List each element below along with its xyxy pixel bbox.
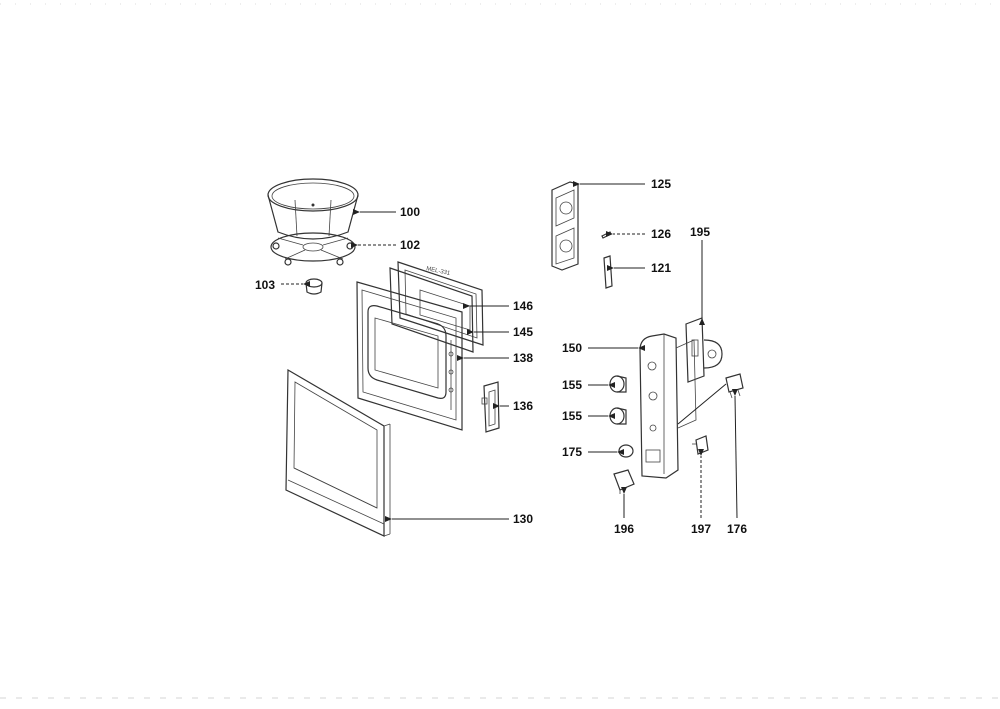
part-125-control-bracket	[551, 181, 579, 271]
part-155-knob-upper	[609, 375, 627, 393]
callout-121: 121	[651, 261, 671, 275]
callout-100: 100	[400, 205, 420, 219]
callout-103: 103	[255, 278, 275, 292]
part-197-switch	[692, 435, 709, 455]
part-175-button	[618, 444, 634, 458]
callout-150: 150	[562, 341, 582, 355]
callout-102: 102	[400, 238, 420, 252]
part-136-door-latch	[481, 381, 500, 433]
part-195-timer-bracket	[685, 317, 723, 383]
part-126-spring	[601, 231, 612, 239]
part-196-door-release	[613, 469, 635, 494]
part-130-door-outer	[285, 368, 391, 537]
leader-lines	[281, 181, 738, 522]
callout-176: 176	[727, 522, 747, 536]
callout-175: 175	[562, 445, 582, 459]
callout-146: 146	[513, 299, 533, 313]
callout-138: 138	[513, 351, 533, 365]
callout-136: 136	[513, 399, 533, 413]
callout-125: 125	[651, 177, 671, 191]
callout-197: 197	[691, 522, 711, 536]
callout-labels: 100 102 103 146 145 138 136 130 125 126 …	[255, 177, 747, 536]
callout-145: 145	[513, 325, 533, 339]
part-121-lever	[603, 255, 613, 289]
part-100-glass-tray	[267, 178, 359, 240]
callout-126: 126	[651, 227, 671, 241]
part-102-roller-ring	[270, 232, 356, 266]
part-155-knob-lower	[609, 407, 627, 425]
part-145-door-frame	[389, 267, 474, 353]
part-stamp: MEL-331	[426, 266, 452, 277]
part-138-door-inner	[356, 281, 463, 431]
callout-155-upper: 155	[562, 378, 582, 392]
part-176-connector	[725, 373, 744, 399]
callout-195: 195	[690, 225, 710, 239]
part-103-coupler	[305, 278, 323, 295]
callout-130: 130	[513, 512, 533, 526]
callout-155-lower: 155	[562, 409, 582, 423]
callout-196: 196	[614, 522, 634, 536]
